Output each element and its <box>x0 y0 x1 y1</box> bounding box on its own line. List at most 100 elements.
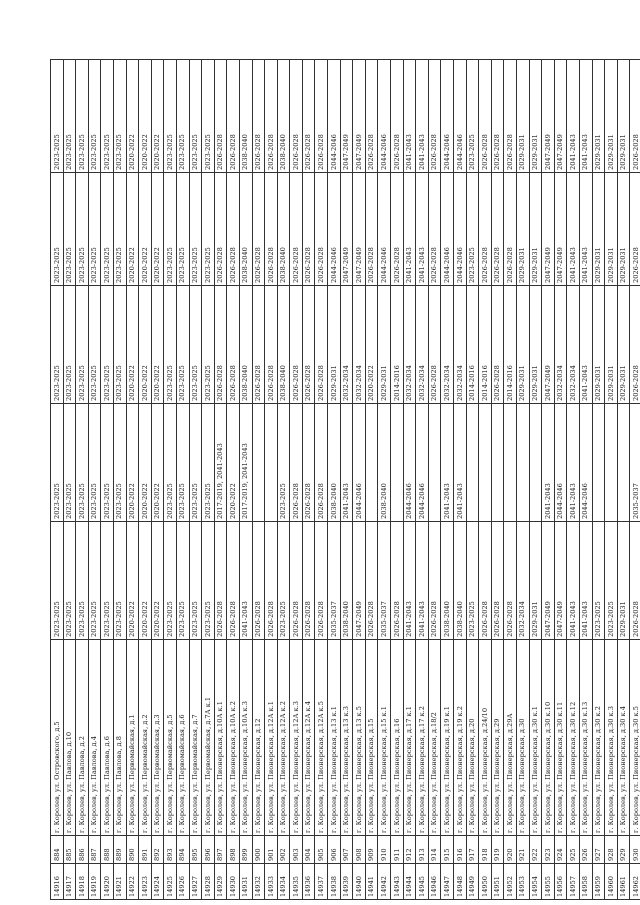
period-cell-5: 2029-2031 <box>516 59 530 173</box>
row-number-cell: 888 <box>100 835 114 864</box>
period-cell-5: 2044-2046 <box>327 59 341 173</box>
record-id-cell: 14954 <box>529 863 542 900</box>
period-cell-5: 2023-2025 <box>100 59 114 173</box>
period-cell-5: 2023-2025 <box>201 59 215 173</box>
row-number-cell: 918 <box>478 835 492 864</box>
period-cell-5: 2023-2025 <box>189 59 202 173</box>
row-number-cell: 920 <box>503 835 517 864</box>
period-cell-3: 2023-2025 <box>50 285 64 404</box>
period-cell-3: 2020-2022 <box>138 285 152 404</box>
row-number-cell: 897 <box>214 835 227 864</box>
period-cell-4: 2026-2028 <box>428 172 441 286</box>
period-cell-2: 2038-2040 <box>377 403 391 522</box>
period-cell-3: 2032-2034 <box>403 285 416 404</box>
period-cell-1: 2026-2028 <box>365 521 378 640</box>
period-cell-3: 2020-2022 <box>126 285 139 404</box>
address-cell: г. Королев, ул. Островского, д.5 <box>50 639 64 836</box>
period-cell-4: 2047-2049 <box>352 172 366 286</box>
row-number-cell: 908 <box>352 835 366 864</box>
address-cell: г. Королев, ул. Пионерская, д.12А к.2 <box>277 639 290 836</box>
address-cell: г. Королев, ул. Пионерская, д.30 <box>516 639 530 836</box>
period-cell-3: 2032-2034 <box>554 285 567 404</box>
address-cell: г. Королев, ул. Павлова, д.6 <box>100 639 114 836</box>
record-id-cell: 14936 <box>302 863 315 900</box>
period-cell-3: 2026-2028 <box>491 285 504 404</box>
period-cell-2: 2023-2025 <box>189 403 202 522</box>
period-cell-3: 2023-2025 <box>63 285 76 404</box>
period-cell-4: 2026-2028 <box>390 172 404 286</box>
period-cell-4: 2047-2049 <box>340 172 353 286</box>
record-id-cell: 14916 <box>50 863 64 900</box>
period-cell-1: 2026-2028 <box>252 521 265 640</box>
period-cell-5: 2023-2025 <box>113 59 127 173</box>
period-cell-1: 2041-2043 <box>566 521 580 640</box>
record-id-cell: 14947 <box>440 863 454 900</box>
address-cell: г. Королев, ул. Пионерская, д.29 <box>491 639 504 836</box>
period-cell-3: 2026-2028 <box>629 285 640 404</box>
period-cell-5: 2020-2022 <box>126 59 139 173</box>
period-cell-2: 2026-2028 <box>314 403 328 522</box>
address-cell: г. Королев, ул. Пионерская, д.18/2 <box>428 639 441 836</box>
record-id-cell: 14957 <box>566 863 580 900</box>
period-cell-2 <box>264 403 278 522</box>
record-id-cell: 14943 <box>390 863 404 900</box>
period-cell-3: 2014-2016 <box>466 285 479 404</box>
record-id-cell: 14948 <box>453 863 467 900</box>
period-cell-2 <box>491 403 504 522</box>
period-cell-4: 2047-2049 <box>541 172 555 286</box>
period-cell-5: 2026-2028 <box>302 59 315 173</box>
address-cell: г. Королев, ул. Пионерская, д.13 к.3 <box>340 639 353 836</box>
record-id-cell: 14941 <box>365 863 378 900</box>
period-cell-1: 2026-2028 <box>390 521 404 640</box>
period-cell-1: 2035-2037 <box>377 521 391 640</box>
address-cell: г. Королев, ул. Пионерская, д.30 к.13 <box>579 639 593 836</box>
period-cell-4: 2023-2025 <box>50 172 64 286</box>
record-id-cell: 14951 <box>491 863 504 900</box>
period-cell-2: 2023-2025 <box>63 403 76 522</box>
period-cell-3: 2026-2028 <box>226 285 240 404</box>
record-id-cell: 14923 <box>138 863 152 900</box>
address-cell: г. Королев, ул. Пионерская, д.19 к.1 <box>440 639 454 836</box>
row-number-cell: 925 <box>566 835 580 864</box>
period-cell-5: 2047-2049 <box>340 59 353 173</box>
period-cell-5: 2029-2031 <box>604 59 618 173</box>
period-cell-4: 2044-2046 <box>453 172 467 286</box>
period-cell-2: 2020-2022 <box>226 403 240 522</box>
period-cell-5: 2026-2028 <box>390 59 404 173</box>
record-id-cell: 14945 <box>415 863 429 900</box>
period-cell-2 <box>617 403 630 522</box>
address-cell: г. Королев, ул. Первомайская, д.6 <box>176 639 190 836</box>
period-cell-5: 2023-2025 <box>466 59 479 173</box>
period-cell-1: 2026-2028 <box>428 521 441 640</box>
address-cell: г. Королев, ул. Пионерская, д.13 к.5 <box>352 639 366 836</box>
row-number-cell: 906 <box>327 835 341 864</box>
period-cell-4: 2044-2046 <box>440 172 454 286</box>
record-id-cell: 14919 <box>88 863 101 900</box>
period-cell-2 <box>592 403 605 522</box>
period-cell-2: 2044-2046 <box>554 403 567 522</box>
row-number-cell: 892 <box>151 835 164 864</box>
period-cell-2: 2044-2046 <box>352 403 366 522</box>
period-cell-3: 2032-2034 <box>440 285 454 404</box>
period-cell-5: 2023-2025 <box>88 59 101 173</box>
period-cell-5: 2029-2031 <box>529 59 542 173</box>
period-cell-3: 2047-2049 <box>541 285 555 404</box>
period-cell-3: 2029-2031 <box>592 285 605 404</box>
period-cell-1: 2047-2049 <box>541 521 555 640</box>
period-cell-4: 2026-2028 <box>252 172 265 286</box>
